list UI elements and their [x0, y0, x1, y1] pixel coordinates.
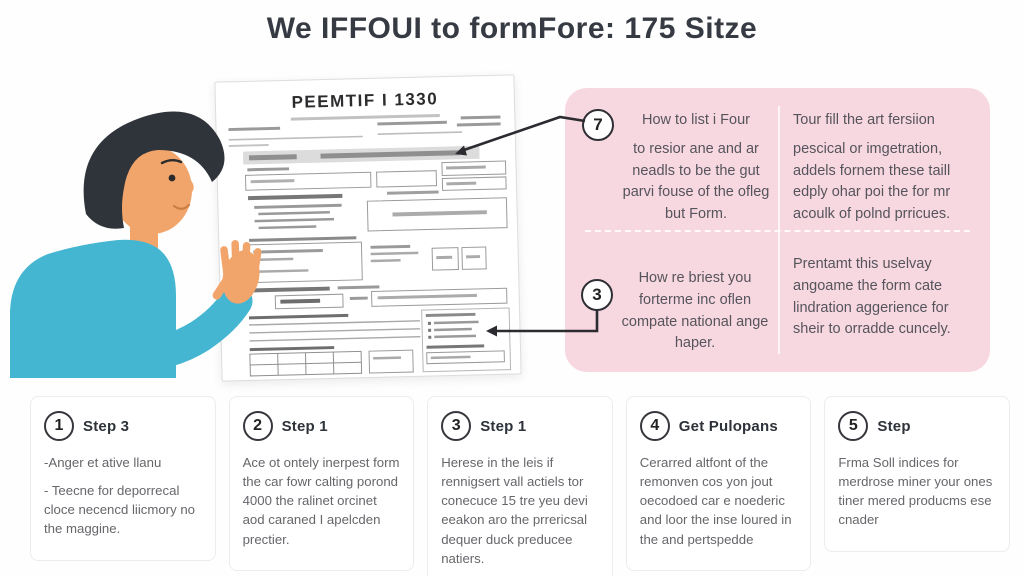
step-1-text: - Teecne for deporrecal cloce necencd li…: [44, 483, 195, 537]
form-fields-sketch: [228, 113, 512, 377]
step-2-header: 2 Step 1: [242, 411, 401, 441]
step-3-number-badge: 3: [441, 411, 472, 441]
step-1-title: Step 3: [83, 417, 130, 435]
step-3-title: Step 1: [480, 417, 527, 435]
step-5-title: Step: [877, 417, 911, 435]
step-5-header: 5 Step: [838, 411, 996, 441]
step-4-text: Cerarred altfont of the remonven cos yon…: [639, 455, 792, 547]
panel-horizontal-divider: [585, 230, 970, 232]
callout-top-left: How to list i Four to resior ane and ar …: [621, 110, 771, 226]
step-card-2: 2 Step 1 Ace ot ontely inerpest form the…: [228, 396, 415, 571]
step-4-number-badge: 4: [639, 411, 670, 441]
step-card-5: 5 Step Frma Soll indices for merdrose mi…: [824, 396, 1010, 552]
step-2-text: Ace ot ontely inerpest form the car fowr…: [242, 455, 400, 547]
callout-top-right-body: pescical or imgetration, addels fornem t…: [793, 140, 951, 222]
callout-top-right: Tour fill the art fersiion pescical or i…: [793, 110, 973, 226]
steps-row: 1 Step 3 -Anger et ative llanu - Teecne …: [30, 396, 1010, 576]
step-2-title: Step 1: [281, 417, 328, 435]
step-4-header: 4 Get Pulopans: [639, 411, 798, 441]
callout-bottom-left-body: How re briest you forterme inc oflen com…: [621, 270, 769, 352]
callout-panel: 7 3 How to list i Four to resior ane and…: [565, 88, 990, 372]
step-5-text: Frma Soll indices for merdrose miner you…: [838, 455, 993, 528]
callout-top-left-title: How to list i Four: [642, 112, 750, 128]
step-card-4: 4 Get Pulopans Cerarred altfont of the r…: [625, 396, 812, 571]
page-title: We IFFOUI to formFore: 175 Sitze: [266, 12, 758, 45]
step-3-header: 3 Step 1: [441, 411, 599, 441]
step-5-number-badge: 5: [838, 411, 869, 441]
callout-7-number-badge: 7: [582, 109, 614, 141]
step-3-text: Herese in the leis if rennigsert vall ac…: [441, 455, 588, 566]
step-2-number-badge: 2: [242, 411, 273, 441]
callout-bottom-right: Prentamt this uselvay angoame the form c…: [793, 254, 975, 341]
step-1-text: -Anger et ative llanu: [44, 455, 162, 470]
callout-bottom-left: How re briest you forterme inc oflen com…: [617, 268, 773, 355]
hair-shape: [83, 111, 225, 229]
step-4-title: Get Pulopans: [678, 417, 778, 435]
nose-shape: [186, 176, 194, 197]
form-document: PEEMTIF I 1330: [214, 74, 522, 382]
callout-top-right-title: Tour fill the art fersiion: [793, 112, 935, 128]
step-1-header: 1 Step 3: [44, 411, 202, 441]
callout-top-left-body: to resior ane and ar neadls to be the gu…: [622, 140, 770, 222]
hand-shape: [212, 240, 262, 304]
step-card-1: 1 Step 3 -Anger et ative llanu - Teecne …: [30, 396, 216, 561]
callout-bottom-right-body: Prentamt this uselvay angoame the form c…: [793, 256, 951, 338]
step-card-3: 3 Step 1 Herese in the leis if rennigser…: [427, 396, 613, 576]
callout-3-number-badge: 3: [581, 279, 613, 311]
step-1-number-badge: 1: [44, 411, 74, 441]
person-illustration: [10, 111, 262, 378]
